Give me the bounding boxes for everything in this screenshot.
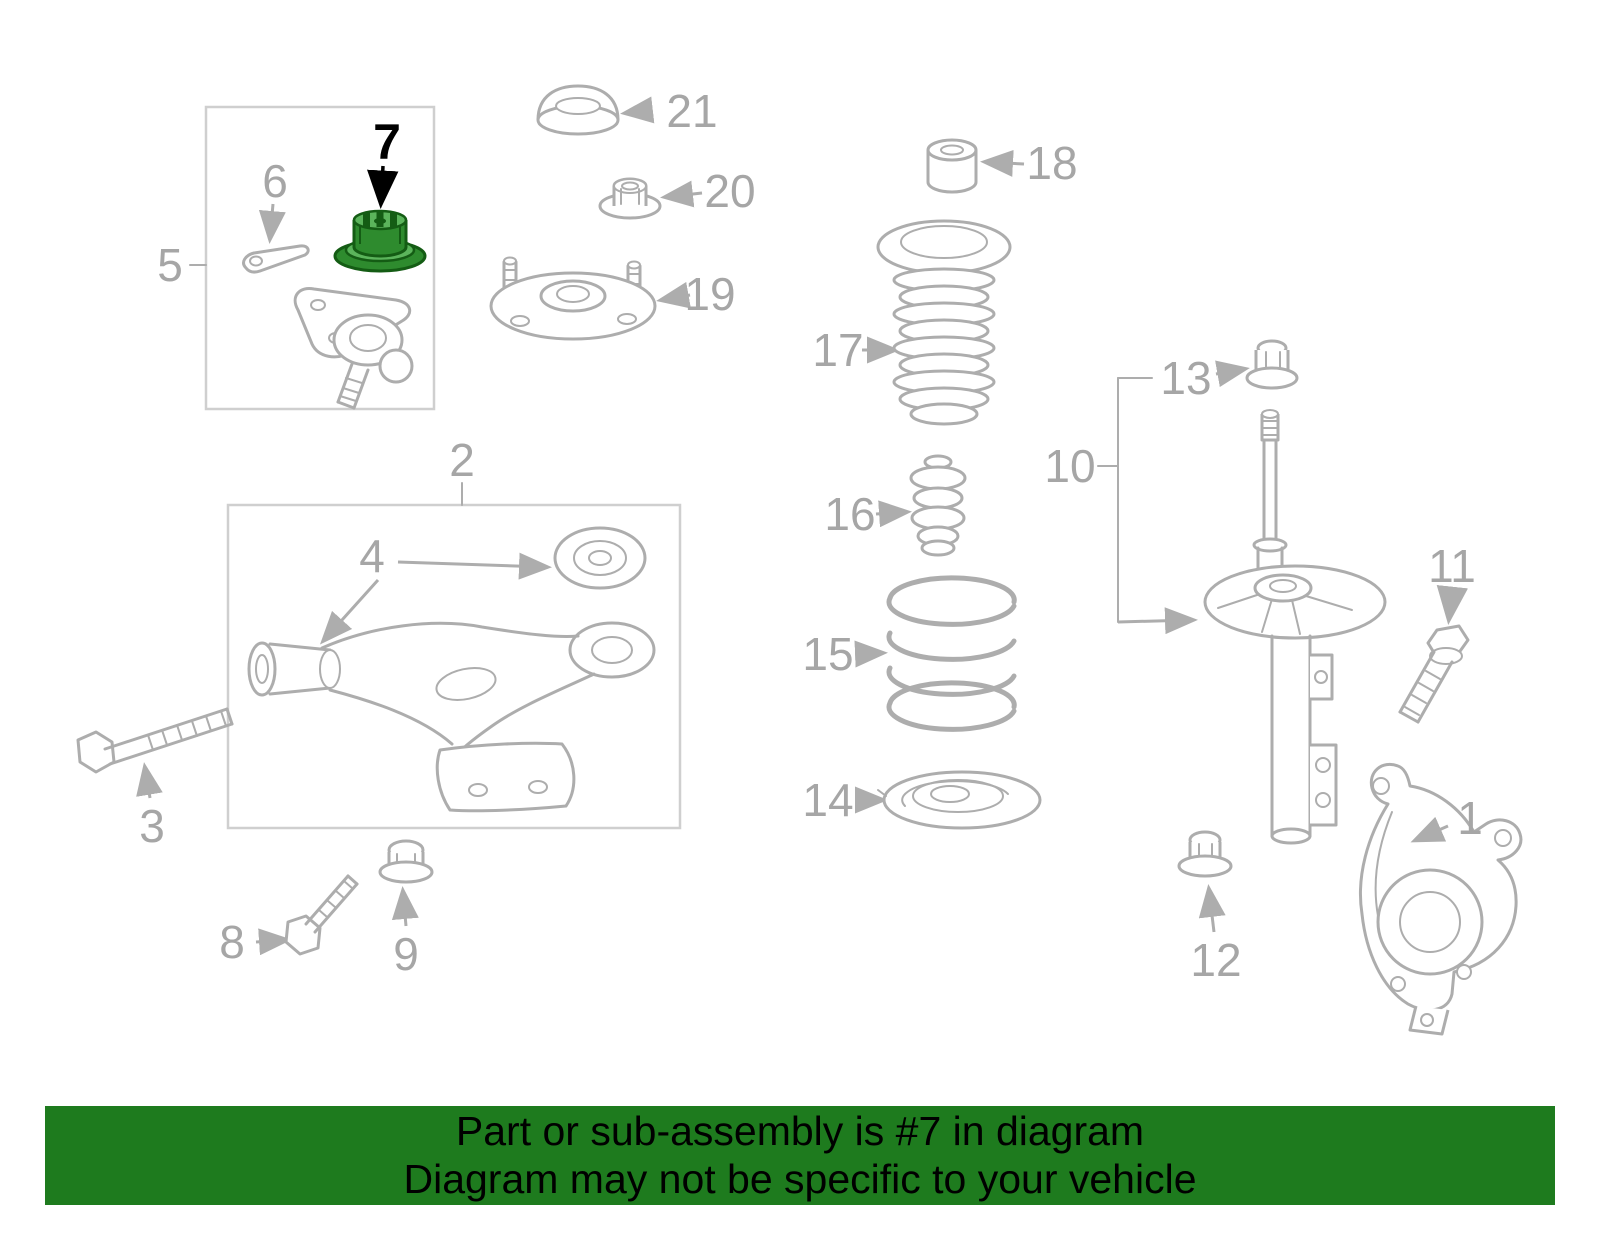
part-21-dust-cap [536, 84, 655, 136]
part-control-arm [247, 621, 656, 813]
part-20-nut [598, 177, 703, 220]
part-16-bump-stop [875, 454, 967, 557]
part-15-coil-spring [854, 575, 1017, 732]
banner-line-2: Diagram may not be specific to your vehi… [403, 1155, 1197, 1202]
callout-2: 2 [449, 434, 475, 486]
callout-10-bracket [1097, 377, 1198, 635]
part-1-knuckle [1358, 763, 1523, 1036]
diagram-svg [76, 84, 1523, 1036]
banner-line-1: Part or sub-assembly is #7 in diagram [455, 1107, 1145, 1154]
part-14-spring-seat [855, 770, 1042, 830]
group-box-2 [226, 482, 682, 830]
part-12-flange-nut [1177, 830, 1233, 933]
info-banner: Part or sub-assembly is #7 in diagram Di… [45, 1106, 1555, 1205]
callout-14: 14 [802, 774, 854, 826]
callout-19: 19 [684, 268, 736, 320]
callout-21: 21 [666, 85, 718, 137]
part-19-strut-mount [489, 256, 691, 341]
callout-3: 3 [139, 800, 165, 852]
callout-13: 13 [1160, 352, 1212, 404]
group-box-5 [189, 105, 436, 411]
callout-16: 16 [824, 488, 876, 540]
callout-7-highlighted: 7 [373, 114, 401, 170]
part-8-bolt [255, 874, 359, 956]
part-7-highlighted [333, 165, 427, 273]
part-9-flange-nut [378, 839, 434, 927]
callout-18: 18 [1026, 137, 1078, 189]
part-17-dust-boot [862, 219, 1012, 426]
callout-5: 5 [157, 239, 183, 291]
part-ball-joint [293, 286, 414, 410]
callout-1: 1 [1457, 792, 1483, 844]
part-11-bolt [1398, 585, 1470, 724]
callout-20: 20 [704, 165, 756, 217]
part-18-bushing [926, 138, 1025, 194]
callout-9: 9 [393, 928, 419, 980]
callout-4: 4 [359, 530, 385, 582]
callout-12: 12 [1190, 934, 1242, 986]
callout-15: 15 [802, 628, 854, 680]
part-13-nut [1215, 339, 1299, 390]
callout-11: 11 [1428, 540, 1476, 592]
callout-10: 10 [1044, 440, 1096, 492]
callout-17: 17 [812, 324, 864, 376]
part-4-bushings [319, 526, 647, 645]
part-3-bolt [76, 707, 234, 799]
callout-8: 8 [219, 916, 245, 968]
part-strut-assembly [1203, 409, 1387, 845]
part-6-cam-plate [242, 203, 310, 274]
callout-6: 6 [262, 155, 288, 207]
